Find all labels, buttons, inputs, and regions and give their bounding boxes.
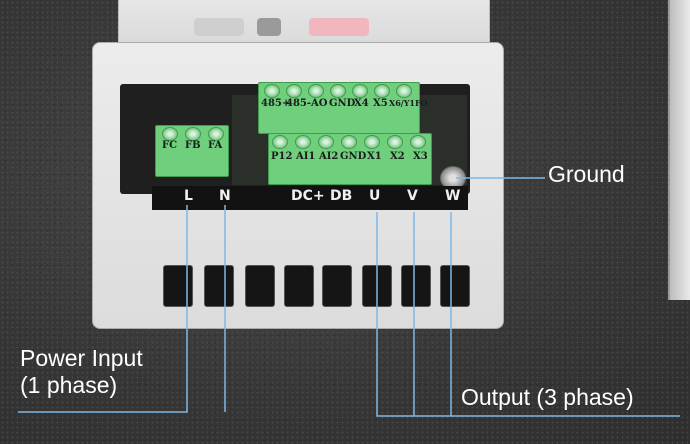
power-terminal-slot [322, 265, 352, 307]
power-terminal-label-strip [152, 186, 468, 210]
upper-label-x4: X4 [354, 98, 369, 109]
strip-label-l: L [184, 188, 193, 204]
terminal-screw [410, 135, 426, 149]
adjacent-panel [668, 0, 690, 300]
terminal-screw [264, 84, 280, 98]
output-callout-label: Output (3 phase) [461, 384, 634, 410]
terminal-screw [387, 135, 403, 149]
lower-label-gnd: GND [340, 151, 367, 162]
terminal-screw [330, 84, 346, 98]
lower-label-x1: X1 [367, 151, 382, 162]
upper-label-485m: 485- [286, 98, 312, 109]
strip-label-w: W [445, 188, 461, 204]
terminal-screw [208, 127, 224, 141]
terminal-screw [352, 84, 368, 98]
relay-label-fb: FB [185, 140, 201, 151]
lower-label-x3: X3 [413, 151, 428, 162]
power-phase-callout-label: (1 phase) [20, 372, 118, 398]
terminal-screw [364, 135, 380, 149]
lower-label-ai2: AI2 [319, 151, 339, 162]
lower-label-x2: X2 [390, 151, 405, 162]
upper-label-ao: AO [311, 98, 328, 109]
strip-label-dc-plus: DC+ [291, 188, 325, 204]
terminal-screw [185, 127, 201, 141]
terminal-screw [308, 84, 324, 98]
power-input-callout-label: Power Input [20, 345, 143, 371]
power-l-callout-line [18, 205, 188, 413]
terminal-screw [286, 84, 302, 98]
power-terminal-slot [245, 265, 275, 307]
power-terminal-slot [204, 265, 234, 307]
strip-label-v: V [407, 188, 418, 204]
keypad-key [194, 18, 244, 36]
lower-label-ai1: AI1 [296, 151, 316, 162]
upper-label-x6: X6/Y1FO [389, 98, 428, 108]
terminal-screw [295, 135, 311, 149]
terminal-screw [162, 127, 178, 141]
upper-label-x5: X5 [373, 98, 388, 109]
power-terminal-slot [440, 265, 470, 307]
keypad-key [309, 18, 369, 36]
terminal-screw [341, 135, 357, 149]
terminal-screw [374, 84, 390, 98]
power-terminal-slot [284, 265, 314, 307]
upper-label-gnd: GND [329, 98, 356, 109]
terminal-screw [272, 135, 288, 149]
relay-label-fa: FA [208, 140, 223, 151]
upper-label-485p: 485+ [261, 98, 291, 109]
terminal-screw [318, 135, 334, 149]
power-terminal-slot [163, 265, 193, 307]
power-terminal-slot [401, 265, 431, 307]
strip-label-db: DB [330, 188, 353, 204]
ground-callout-label: Ground [548, 161, 625, 187]
relay-label-fc: FC [162, 140, 178, 151]
keypad-key [257, 18, 281, 36]
strip-label-u: U [369, 188, 381, 204]
lower-label-p12: P12 [271, 151, 293, 162]
terminal-screw [396, 84, 412, 98]
strip-label-n: N [219, 188, 231, 204]
output-u-callout-line [376, 212, 680, 417]
